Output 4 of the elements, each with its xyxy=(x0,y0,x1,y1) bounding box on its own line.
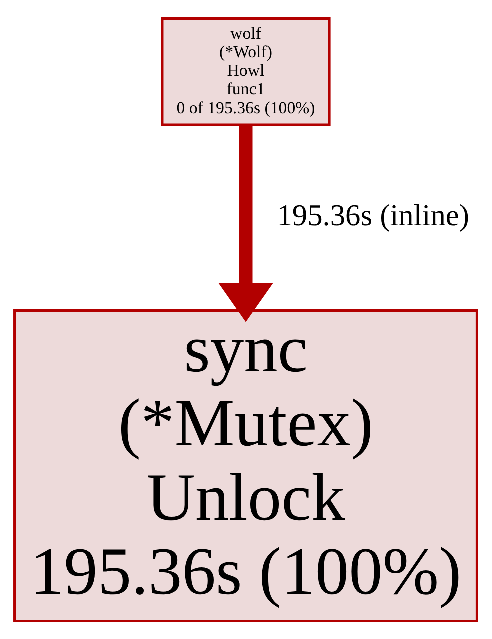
node-box: sync (*Mutex) Unlock 195.36s (100%) xyxy=(14,308,478,622)
arrow xyxy=(218,124,274,322)
edge-label: 195.36s (inline) xyxy=(277,198,470,232)
node-box: wolf (*Wolf) Howl func1 0 of 195.36s (100%) xyxy=(161,16,331,126)
